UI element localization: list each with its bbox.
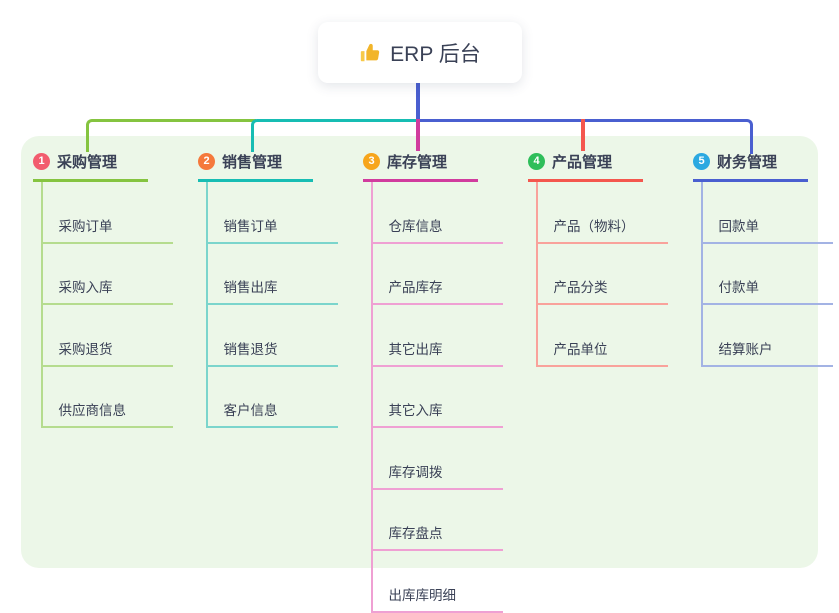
branch-item-list: 产品（物料）产品分类产品单位 <box>536 182 689 367</box>
branch-item-list: 回款单付款单结算账户 <box>701 182 839 367</box>
item-node[interactable]: 付款单 <box>703 244 833 306</box>
branch-label: 销售管理 <box>222 151 282 172</box>
branch-label: 库存管理 <box>387 151 447 172</box>
item-node[interactable]: 产品分类 <box>538 244 668 306</box>
item-node[interactable]: 客户信息 <box>208 367 338 429</box>
branch-column-2: 2 销售管理 销售订单销售出库销售退货客户信息 <box>198 149 358 428</box>
branch-number-badge: 5 <box>693 153 710 170</box>
branch-item-list: 采购订单采购入库采购退货供应商信息 <box>41 182 194 428</box>
branch-column-4: 4 产品管理 产品（物料）产品分类产品单位 <box>528 149 688 367</box>
branch-column-1: 1 采购管理 采购订单采购入库采购退货供应商信息 <box>33 149 193 428</box>
branch-number-badge: 2 <box>198 153 215 170</box>
root-stem-line <box>416 83 420 122</box>
branch-number-badge: 4 <box>528 153 545 170</box>
item-node[interactable]: 销售出库 <box>208 244 338 306</box>
item-node[interactable]: 销售退货 <box>208 305 338 367</box>
item-node[interactable]: 库存调拨 <box>373 428 503 490</box>
item-node[interactable]: 产品单位 <box>538 305 668 367</box>
item-node[interactable]: 产品（物料） <box>538 182 668 244</box>
connector-branch1-line <box>86 119 256 152</box>
item-node[interactable]: 供应商信息 <box>43 367 173 429</box>
branch-topic-node[interactable]: 4 产品管理 <box>528 149 643 182</box>
branch-label: 产品管理 <box>552 151 612 172</box>
connector-branch2-line <box>251 119 421 152</box>
branch-column-3: 3 库存管理 仓库信息产品库存其它出库其它入库库存调拨库存盘点出库库明细 <box>363 149 523 613</box>
root-title: ERP 后台 <box>390 38 481 68</box>
branch-column-5: 5 财务管理 回款单付款单结算账户 <box>693 149 839 367</box>
connector-branch3-line <box>416 119 420 151</box>
root-node[interactable]: ERP 后台 <box>318 22 522 83</box>
branch-topic-node[interactable]: 3 库存管理 <box>363 149 478 182</box>
item-node[interactable]: 结算账户 <box>703 305 833 367</box>
item-node[interactable]: 采购入库 <box>43 244 173 306</box>
item-node[interactable]: 其它入库 <box>373 367 503 429</box>
branch-number-badge: 3 <box>363 153 380 170</box>
branch-item-list: 仓库信息产品库存其它出库其它入库库存调拨库存盘点出库库明细 <box>371 182 524 613</box>
branch-topic-node[interactable]: 5 财务管理 <box>693 149 808 182</box>
item-node[interactable]: 库存盘点 <box>373 490 503 552</box>
item-node[interactable]: 采购订单 <box>43 182 173 244</box>
thumbs-up-icon <box>359 42 381 64</box>
branch-number-badge: 1 <box>33 153 50 170</box>
branch-item-list: 销售订单销售出库销售退货客户信息 <box>206 182 359 428</box>
branch-topic-node[interactable]: 2 销售管理 <box>198 149 313 182</box>
connector-branch4-line <box>581 119 585 151</box>
branch-topic-node[interactable]: 1 采购管理 <box>33 149 148 182</box>
item-node[interactable]: 销售订单 <box>208 182 338 244</box>
item-node[interactable]: 采购退货 <box>43 305 173 367</box>
item-node[interactable]: 出库库明细 <box>373 551 503 613</box>
item-node[interactable]: 产品库存 <box>373 244 503 306</box>
item-node[interactable]: 其它出库 <box>373 305 503 367</box>
branch-label: 采购管理 <box>57 151 117 172</box>
branch-label: 财务管理 <box>717 151 777 172</box>
item-node[interactable]: 仓库信息 <box>373 182 503 244</box>
item-node[interactable]: 回款单 <box>703 182 833 244</box>
